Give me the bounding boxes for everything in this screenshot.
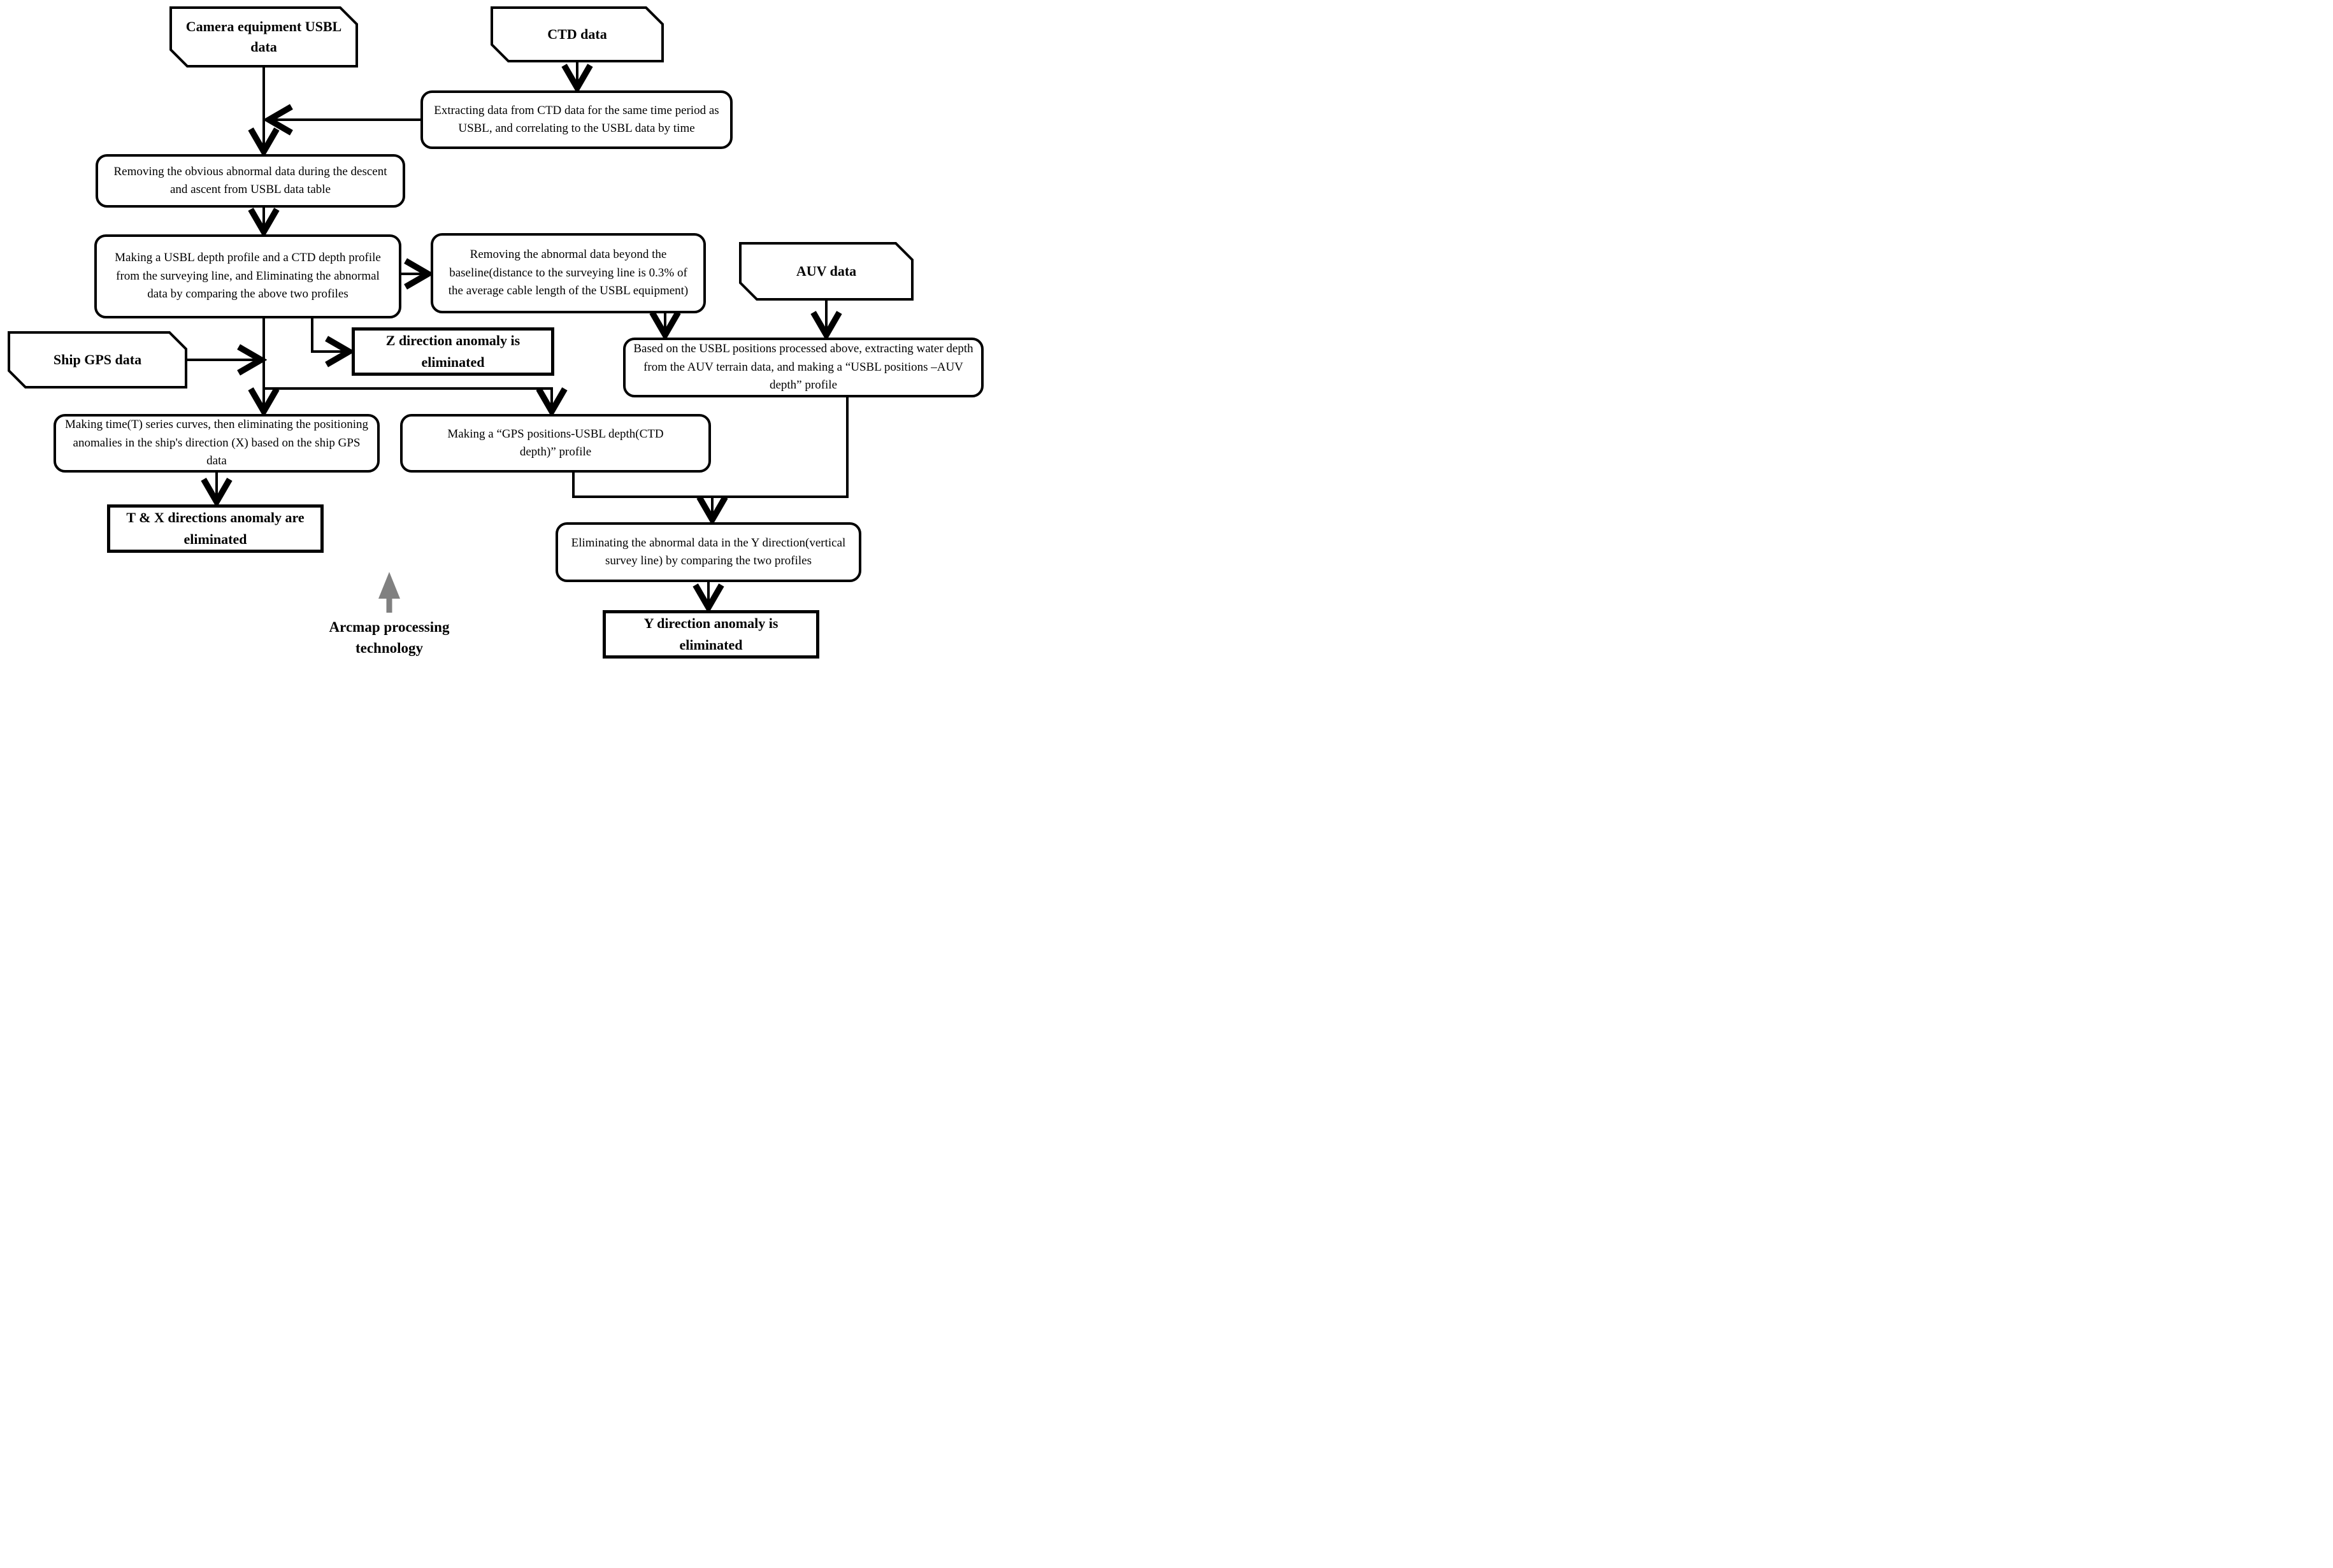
- node-z-direction-result: Z direction anomaly is eliminated: [352, 327, 554, 376]
- ship-gps-data-shape: [8, 331, 187, 388]
- node-ship-gps-data: Ship GPS data: [53, 352, 142, 368]
- flowchart: Camera equipment USBL data CTD data AUV …: [0, 0, 999, 671]
- ctd-data-shape: [491, 6, 664, 62]
- node-making-gps-profile: Making a “GPS positions-USBL depth(CTD d…: [400, 414, 711, 473]
- node-based-usbl-auv: Based on the USBL positions processed ab…: [623, 338, 984, 397]
- node-tx-direction-result: T & X directions anomaly are eliminated: [107, 504, 324, 553]
- node-camera-usbl-data: Camera equipment USBL data: [185, 18, 342, 55]
- node-making-time-series: Making time(T) series curves, then elimi…: [54, 414, 380, 473]
- node-making-profiles: Making a USBL depth profile and a CTD de…: [94, 234, 401, 318]
- node-removing-obvious: Removing the obvious abnormal data durin…: [96, 154, 405, 208]
- arcmap-caption: Arcmap processing technology: [329, 619, 450, 657]
- auv-data-shape: [739, 242, 914, 301]
- flowchart-connectors: [8, 6, 914, 671]
- connector-main-to-making-gps-profile: [264, 387, 552, 410]
- node-ctd-data: CTD data: [547, 26, 607, 43]
- node-y-direction-result: Y direction anomaly is eliminated: [603, 610, 819, 659]
- connector-making-profiles-to-z-direction: [311, 318, 348, 352]
- node-eliminating-y: Eliminating the abnormal data in the Y d…: [556, 522, 861, 582]
- camera-usbl-data-shape: [169, 6, 358, 68]
- connector-making-gps-to-junction: [572, 473, 847, 498]
- gray-up-arrow-icon: [378, 572, 400, 613]
- node-extracting-ctd: Extracting data from CTD data for the sa…: [420, 90, 733, 149]
- node-removing-beyond-baseline: Removing the abnormal data beyond the ba…: [431, 233, 706, 313]
- node-auv-data: AUV data: [796, 263, 857, 280]
